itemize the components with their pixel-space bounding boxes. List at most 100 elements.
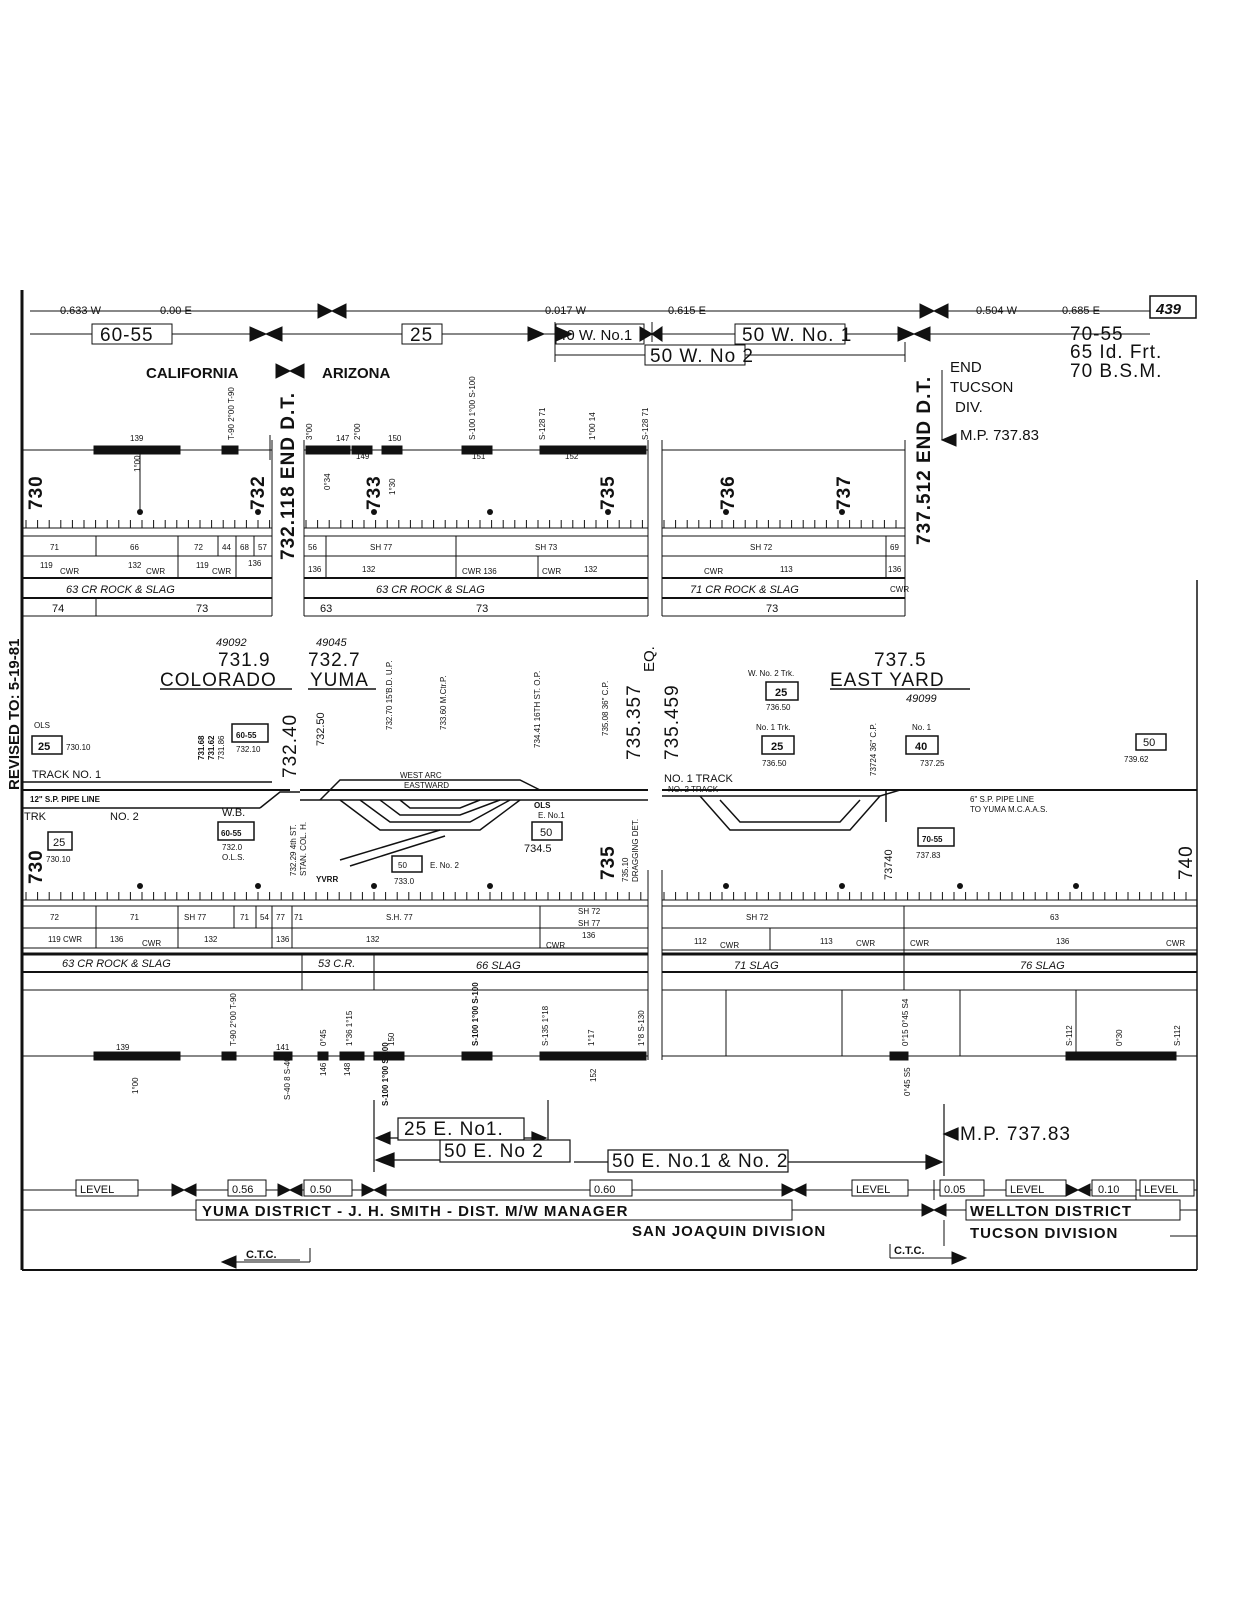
- weld-um-5: 132: [584, 565, 598, 574]
- weld-ll-2: 136: [110, 935, 124, 944]
- sign-73962: 739.62: [1124, 755, 1149, 764]
- curve-151: 151: [472, 452, 486, 461]
- mp-735-lower: 735: [598, 845, 619, 880]
- mp-73240: 732.40: [280, 714, 301, 778]
- rail-lm-2: SH 72: [578, 907, 601, 916]
- lcurve-146: 146: [319, 1062, 328, 1076]
- rail-ul-4: 44: [222, 543, 231, 552]
- ballast-lower-2: 53 C.R.: [318, 958, 355, 970]
- district-wellton: WELLTON DISTRICT: [970, 1203, 1132, 1220]
- rail-ur-1: SH 72: [750, 543, 773, 552]
- rail-um-3: SH 73: [535, 543, 558, 552]
- chart-frame: [20, 290, 1198, 1271]
- mp-73783-bottom: M.P. 737.83: [960, 1124, 1071, 1145]
- curve-0-34: 0°34: [323, 473, 332, 490]
- rail-ll-7: 71: [294, 913, 303, 922]
- lcurve-s100-b: S-100 1°00 S-100: [471, 982, 480, 1046]
- curve-150: 150: [388, 434, 402, 443]
- ballast-upper-right: 71 CR ROCK & SLAG: [690, 584, 799, 596]
- sign-25-d: 25: [771, 741, 783, 753]
- rail-ll-3: SH 77: [184, 913, 207, 922]
- rail-ul-5: 68: [240, 543, 249, 552]
- mp-73186: 731.86: [217, 735, 226, 760]
- weld-ul-6: CWR: [212, 567, 231, 576]
- lcurve-0-30: 0°30: [1115, 1029, 1124, 1046]
- mp-73168: 731.68: [197, 735, 206, 760]
- speed-top-row: 60-55 25 40 W. No.1 50 W. No. 1 50 W. No…: [30, 322, 1162, 382]
- sign-73010-a: 730.10: [66, 743, 91, 752]
- lcurve-0-45: 0°45 S5: [903, 1067, 912, 1096]
- lcurve-s100-a: S-100 1°00 S-100: [381, 1042, 390, 1106]
- lcurve-s135: S-135 1°18: [541, 1005, 550, 1046]
- rail-ul-3: 72: [194, 543, 203, 552]
- sign-50-b: 50: [398, 861, 407, 870]
- sign-7320: 732.0: [222, 843, 243, 852]
- district-row: YUMA DISTRICT - J. H. SMITH - DIST. M/W …: [22, 1199, 1197, 1269]
- rail-um-2: SH 77: [370, 543, 393, 552]
- mp-733: 733: [364, 475, 385, 510]
- sign-25-b: 25: [53, 837, 65, 849]
- sign-7055: 70-55: [922, 835, 943, 844]
- speed-65-frt: 65 Id. Frt.: [1070, 342, 1162, 363]
- weld-um-3: CWR 136: [462, 567, 497, 576]
- california-label: CALIFORNIA: [146, 365, 239, 382]
- colorado-mp: 731.9: [218, 650, 271, 671]
- lcurve-152: 152: [589, 1068, 598, 1082]
- tie-um-2: 73: [476, 603, 488, 615]
- grade-005: 0.05: [944, 1184, 965, 1196]
- weld-ur-2: 113: [780, 565, 793, 574]
- rail-ll-1: 72: [50, 913, 59, 922]
- upper-ruler: [22, 520, 905, 529]
- eq-label: EQ.: [641, 646, 658, 672]
- tie-um-1: 63: [320, 603, 332, 615]
- mp-73250: 732.50: [315, 712, 327, 746]
- rail-lm-1: S.H. 77: [386, 913, 413, 922]
- offset-4: 0.615 E: [668, 305, 706, 317]
- rail-ul-2: 66: [130, 543, 139, 552]
- yvrr-label: YVRR: [316, 875, 338, 884]
- ballast-upper-left: 63 CR ROCK & SLAG: [66, 584, 175, 596]
- state-line: CALIFORNIA ARIZONA: [146, 363, 390, 382]
- weld-lm-1: 132: [366, 935, 380, 944]
- mp-735357: 735.357: [624, 684, 645, 760]
- sign-73783: 737.83: [916, 851, 941, 860]
- offset-3: 0.017 W: [545, 305, 587, 317]
- rail-lr-2: 63: [1050, 913, 1059, 922]
- stations: 49092 731.9 COLORADO 49045 732.7 YUMA 73…: [160, 637, 970, 705]
- curve-s100: S-100 1°00 S-100: [468, 376, 477, 440]
- tucson-label: TUCSON: [950, 379, 1013, 396]
- weld-um-1: 136: [308, 565, 322, 574]
- speed-70-55: 70-55: [1070, 324, 1124, 345]
- sign-7345: 734.5: [524, 843, 552, 855]
- sign-6055-b: 60-55: [221, 829, 242, 838]
- trk-label: TRK: [24, 811, 47, 823]
- ballast-lower-4: 71 SLAG: [734, 960, 779, 972]
- rail-lm-4: 136: [582, 931, 596, 940]
- wb-ols: O.L.S.: [222, 853, 245, 862]
- dragging-det: DRAGGING DET.: [631, 819, 640, 882]
- revised-date: REVISED TO: 5-19-81: [6, 639, 23, 790]
- grade-010: 0.10: [1098, 1184, 1119, 1196]
- ballast-lower-1: 63 CR ROCK & SLAG: [62, 958, 171, 970]
- mileposts-upper: 730 732 733 735 736 737 732.118 END D.T.…: [26, 376, 935, 560]
- lower-curvature: 139 1°00 T-90 2°00 T-90 141 S-40 8 S-40 …: [22, 982, 1197, 1106]
- speed-50w-no2: 50 W. No 2: [650, 346, 754, 367]
- curve-s128-a: S-128 71: [538, 407, 547, 440]
- ctc-left: C.T.C.: [246, 1249, 277, 1261]
- weld-ur-1: CWR: [704, 567, 723, 576]
- ols-3-e: E. No.1: [538, 811, 565, 820]
- track-diagram: TRACK NO. 1 12" S.P. PIPE LINE TRK NO. 2…: [22, 769, 1197, 884]
- grade-row: LEVEL 0.56 0.50 0.60 LEVEL 0.05 LEVEL 0.…: [22, 1179, 1197, 1200]
- speed-25: 25: [410, 325, 433, 346]
- curve-1-00: 1°00: [133, 455, 142, 472]
- sign-25-a: 25: [38, 741, 50, 753]
- mp-730: 730: [26, 475, 47, 510]
- sign-73210: 732.10: [236, 745, 261, 754]
- curve-1-00-14: 1°00 14: [588, 412, 597, 440]
- sign-73725: 737.25: [920, 759, 945, 768]
- mp-73270: 732.70 15'B.D. U.P.: [385, 661, 394, 730]
- lcurve-s40: S-40 8 S-40: [283, 1057, 292, 1100]
- pipe-line-2b: TO YUMA M.C.A.A.S.: [970, 805, 1048, 814]
- mp-73510: 735.10: [621, 857, 630, 882]
